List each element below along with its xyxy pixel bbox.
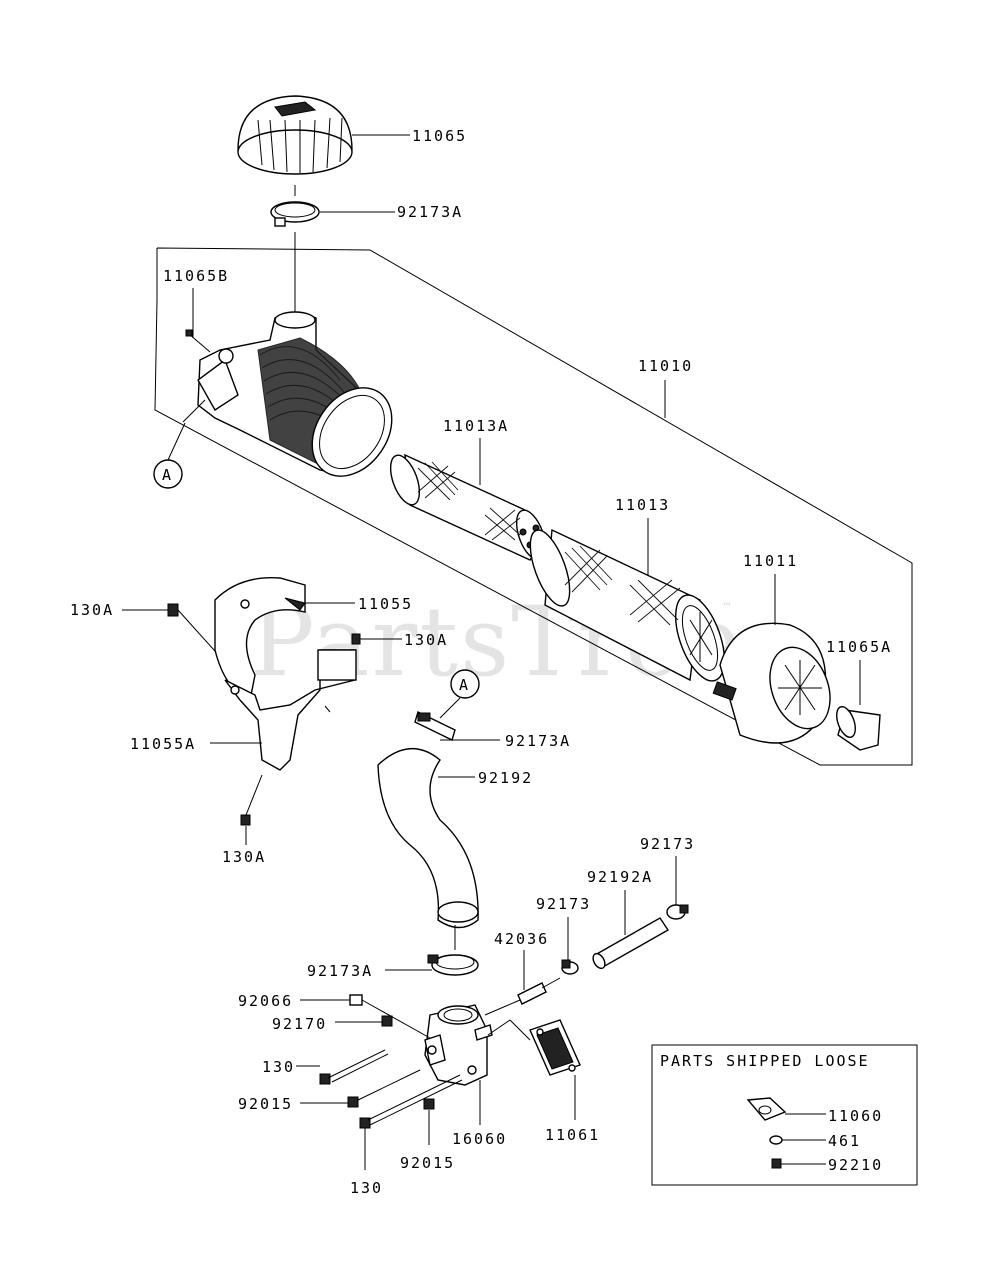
nut-92015-1[interactable] xyxy=(347,1069,421,1108)
label-92066: 92066 xyxy=(238,992,293,1010)
callout-a-lower xyxy=(450,669,480,699)
cap-11065[interactable] xyxy=(237,95,353,175)
label-16060: 16060 xyxy=(452,1130,507,1148)
label-130-2: 130 xyxy=(350,1179,383,1197)
label-11010: 11010 xyxy=(638,357,693,375)
label-11060: 11060 xyxy=(828,1107,883,1125)
bracket-11055A[interactable] xyxy=(224,649,357,771)
label-92015-1: 92015 xyxy=(238,1095,293,1113)
bolt-130-2[interactable] xyxy=(359,1074,463,1129)
air-cleaner-housing[interactable] xyxy=(197,311,408,491)
label-92192: 92192 xyxy=(478,769,533,787)
bolt-130A-2[interactable] xyxy=(351,633,361,645)
label-130A-2: 130A xyxy=(404,631,448,649)
stud-92066[interactable] xyxy=(349,994,431,1039)
label-42036: 42036 xyxy=(494,930,549,948)
manifold-16060[interactable] xyxy=(424,1004,493,1086)
hose-92192A[interactable] xyxy=(591,917,669,970)
callout-a-lower-text: A xyxy=(459,676,470,694)
label-130-1: 130 xyxy=(262,1058,295,1076)
outer-filter-11013[interactable] xyxy=(522,525,734,687)
label-11065B: 11065B xyxy=(163,267,229,285)
label-92173-b: 92173 xyxy=(536,895,591,913)
cover-11011[interactable] xyxy=(712,622,840,744)
label-92015-2: 92015 xyxy=(400,1154,455,1172)
label-11065A: 11065A xyxy=(826,638,892,656)
bolt-130-1[interactable] xyxy=(319,1049,389,1085)
gasket-11060[interactable] xyxy=(746,1097,787,1121)
gasket-11061[interactable] xyxy=(529,1019,581,1076)
callout-a-upper-text: A xyxy=(162,466,173,484)
label-92173-a: 92173 xyxy=(640,835,695,853)
label-130A-3: 130A xyxy=(222,848,266,866)
inner-filter-11013A[interactable] xyxy=(385,451,551,563)
clip-92170[interactable] xyxy=(381,1015,393,1027)
nut-92015-2[interactable] xyxy=(423,1098,435,1110)
label-92170: 92170 xyxy=(272,1015,327,1033)
nut-92210[interactable] xyxy=(771,1158,782,1169)
label-92192A: 92192A xyxy=(587,868,653,886)
clamp-92173-b[interactable] xyxy=(561,959,579,975)
label-11011: 11011 xyxy=(743,552,798,570)
pipe-axis xyxy=(484,999,521,1016)
loose-parts-box xyxy=(651,1044,918,1186)
label-92173A-mid: 92173A xyxy=(505,732,571,750)
watermark-trademark: ™ xyxy=(722,602,732,613)
clamp-92173A-low[interactable] xyxy=(427,954,479,976)
pipe-42036[interactable] xyxy=(517,982,547,1005)
label-11065: 11065 xyxy=(412,127,467,145)
hose-92192[interactable] xyxy=(377,747,479,929)
label-92173A-top: 92173A xyxy=(397,203,463,221)
loose-parts-title: PARTS SHIPPED LOOSE xyxy=(660,1052,870,1070)
pipe-link xyxy=(541,977,561,989)
label-92210: 92210 xyxy=(828,1156,883,1174)
label-11055A: 11055A xyxy=(130,735,196,753)
bolt-11065B[interactable] xyxy=(185,329,211,353)
valve-11065A[interactable] xyxy=(833,704,881,751)
label-130A-1: 130A xyxy=(70,601,114,619)
clamp-92173A-top[interactable] xyxy=(270,201,320,227)
clamp-92173A-mid[interactable] xyxy=(414,711,456,741)
label-11013A: 11013A xyxy=(443,417,509,435)
bolt-130A-3[interactable] xyxy=(240,774,263,826)
label-92173A-low: 92173A xyxy=(307,962,373,980)
clamp-92173-a[interactable] xyxy=(666,904,689,920)
shroud-11055[interactable] xyxy=(214,576,306,701)
label-11061: 11061 xyxy=(545,1126,600,1144)
label-461: 461 xyxy=(828,1132,861,1150)
label-11055: 11055 xyxy=(358,595,413,613)
assembly-outline xyxy=(154,247,913,766)
label-11013: 11013 xyxy=(615,496,670,514)
washer-461[interactable] xyxy=(769,1135,783,1145)
